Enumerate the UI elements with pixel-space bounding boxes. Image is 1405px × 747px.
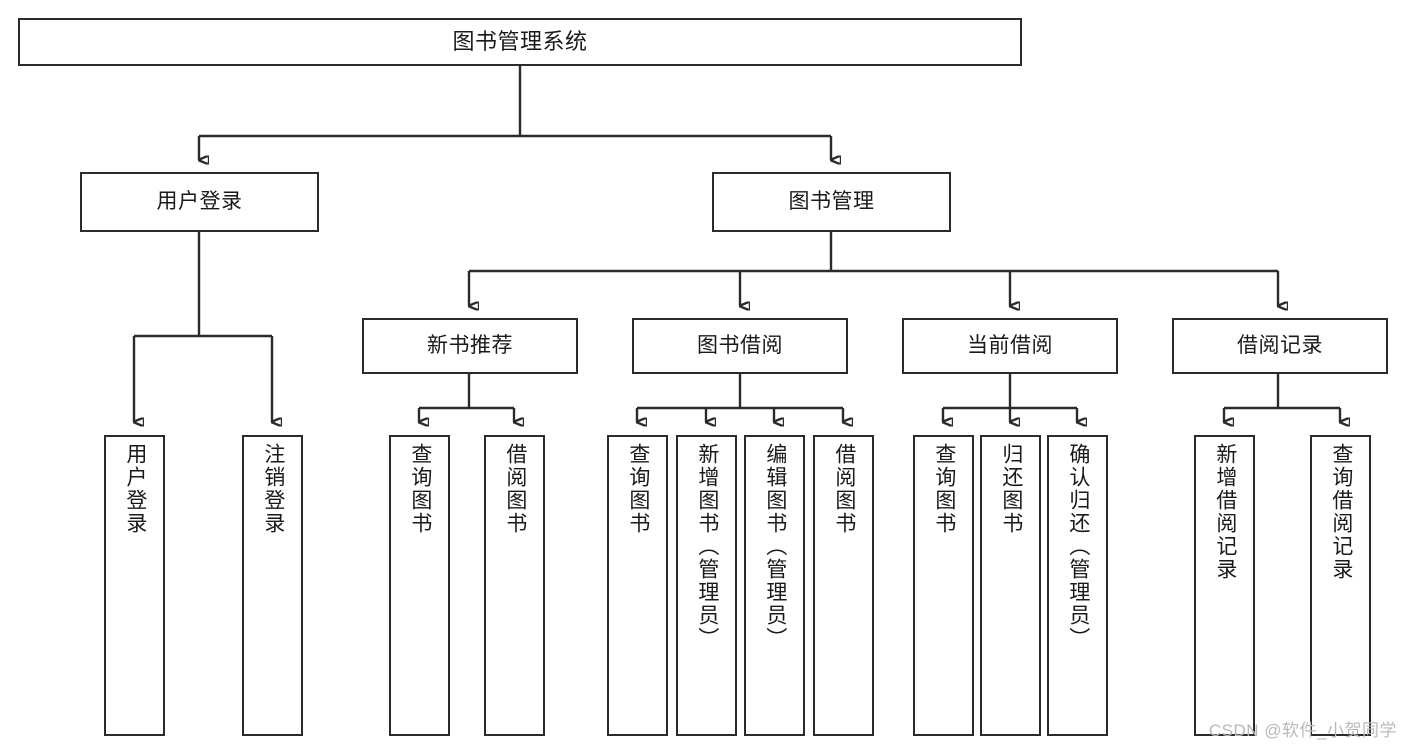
node-label: 当前借阅 xyxy=(967,334,1053,358)
node-user-login[interactable]: 用户登录 xyxy=(80,172,319,232)
leaf-borrow-book[interactable]: 借阅图书 xyxy=(813,435,874,736)
node-label: 图书管理系统 xyxy=(452,28,588,54)
node-label: 新增图书（管理员） xyxy=(695,443,719,650)
node-label: 图书借阅 xyxy=(697,334,783,358)
leaf-edit-book-admin[interactable]: 编辑图书（管理员） xyxy=(744,435,805,736)
node-label: 查询图书 xyxy=(408,443,432,535)
node-label: 借阅记录 xyxy=(1237,334,1323,358)
leaf-borrow-book-recommend[interactable]: 借阅图书 xyxy=(484,435,545,736)
leaf-add-book-admin[interactable]: 新增图书（管理员） xyxy=(676,435,737,736)
node-current-borrow[interactable]: 当前借阅 xyxy=(902,318,1118,374)
node-label: 查询借阅记录 xyxy=(1329,443,1353,581)
node-book-borrow[interactable]: 图书借阅 xyxy=(632,318,848,374)
node-label: 查询图书 xyxy=(626,443,650,535)
node-new-book-recommend[interactable]: 新书推荐 xyxy=(362,318,578,374)
node-borrow-record[interactable]: 借阅记录 xyxy=(1172,318,1388,374)
node-label: 确认归还（管理员） xyxy=(1066,443,1090,650)
node-label: 借阅图书 xyxy=(832,443,856,535)
leaf-user-login[interactable]: 用户登录 xyxy=(104,435,165,736)
leaf-logout[interactable]: 注销登录 xyxy=(242,435,303,736)
leaf-confirm-return-admin[interactable]: 确认归还（管理员） xyxy=(1047,435,1108,736)
leaf-add-borrow-record[interactable]: 新增借阅记录 xyxy=(1194,435,1255,736)
node-label: 查询图书 xyxy=(932,443,956,535)
node-label: 新书推荐 xyxy=(427,334,513,358)
leaf-query-book-recommend[interactable]: 查询图书 xyxy=(389,435,450,736)
node-label: 归还图书 xyxy=(999,443,1023,535)
node-label: 图书管理 xyxy=(788,190,875,214)
node-label: 编辑图书（管理员） xyxy=(763,443,787,650)
leaf-query-borrow-record[interactable]: 查询借阅记录 xyxy=(1310,435,1371,736)
node-label: 用户登录 xyxy=(156,190,243,214)
node-label: 新增借阅记录 xyxy=(1213,443,1237,581)
leaf-query-book-current[interactable]: 查询图书 xyxy=(913,435,974,736)
node-label: 借阅图书 xyxy=(503,443,527,535)
node-label: 用户登录 xyxy=(123,443,147,535)
node-root-system[interactable]: 图书管理系统 xyxy=(18,18,1022,66)
leaf-return-book[interactable]: 归还图书 xyxy=(980,435,1041,736)
node-book-management[interactable]: 图书管理 xyxy=(712,172,951,232)
leaf-query-book-borrow[interactable]: 查询图书 xyxy=(607,435,668,736)
node-label: 注销登录 xyxy=(261,443,285,535)
